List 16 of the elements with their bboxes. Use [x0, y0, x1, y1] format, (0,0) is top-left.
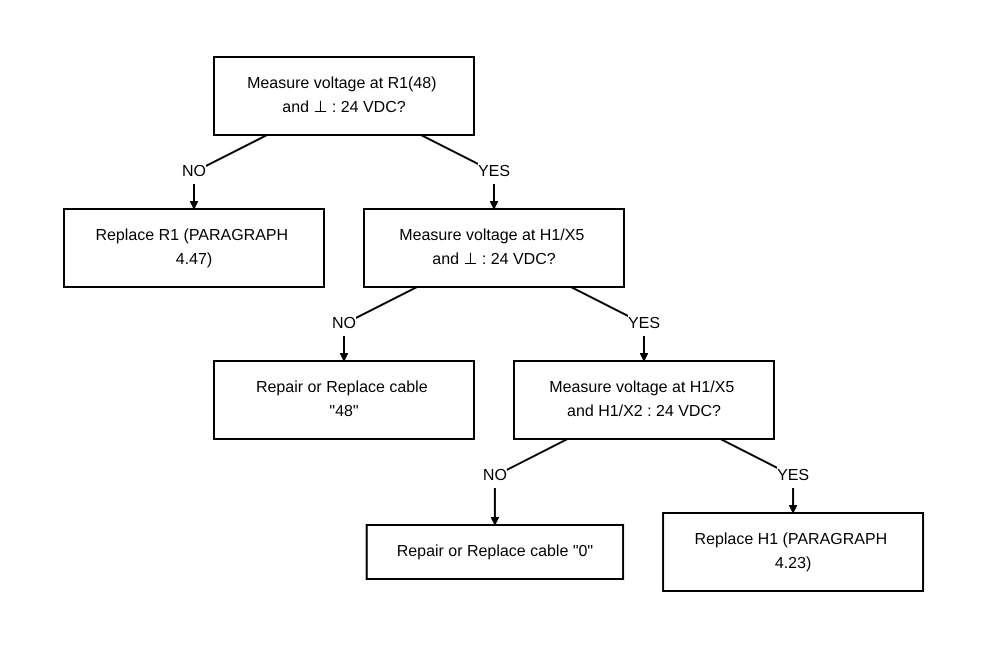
- node-box: Measure voltage at R1(48) and ⊥ : 24 VDC?: [213, 56, 476, 136]
- node-box: Replace R1 (PARAGRAPH 4.47): [63, 208, 326, 288]
- arrow: [190, 134, 268, 210]
- edge-label: NO: [182, 162, 206, 180]
- edge-label: NO: [332, 314, 356, 332]
- node-box: Repair or Replace cable "48": [213, 360, 476, 440]
- edge-label: YES: [628, 314, 660, 332]
- arrow: [340, 286, 418, 362]
- node-box: Repair or Replace cable "0": [366, 524, 625, 580]
- node-box: Replace H1 (PARAGRAPH 4.23): [662, 512, 925, 592]
- edge-label: YES: [478, 162, 510, 180]
- edge-label: YES: [778, 466, 810, 484]
- arrow: [490, 438, 568, 526]
- edge-label: NO: [483, 466, 508, 484]
- node-box: Measure voltage at H1/X5 and H1/X2 : 24 VDC?: [513, 360, 776, 440]
- node-box: Measure voltage at H1/X5 and ⊥ : 24 VDC?: [363, 208, 626, 288]
